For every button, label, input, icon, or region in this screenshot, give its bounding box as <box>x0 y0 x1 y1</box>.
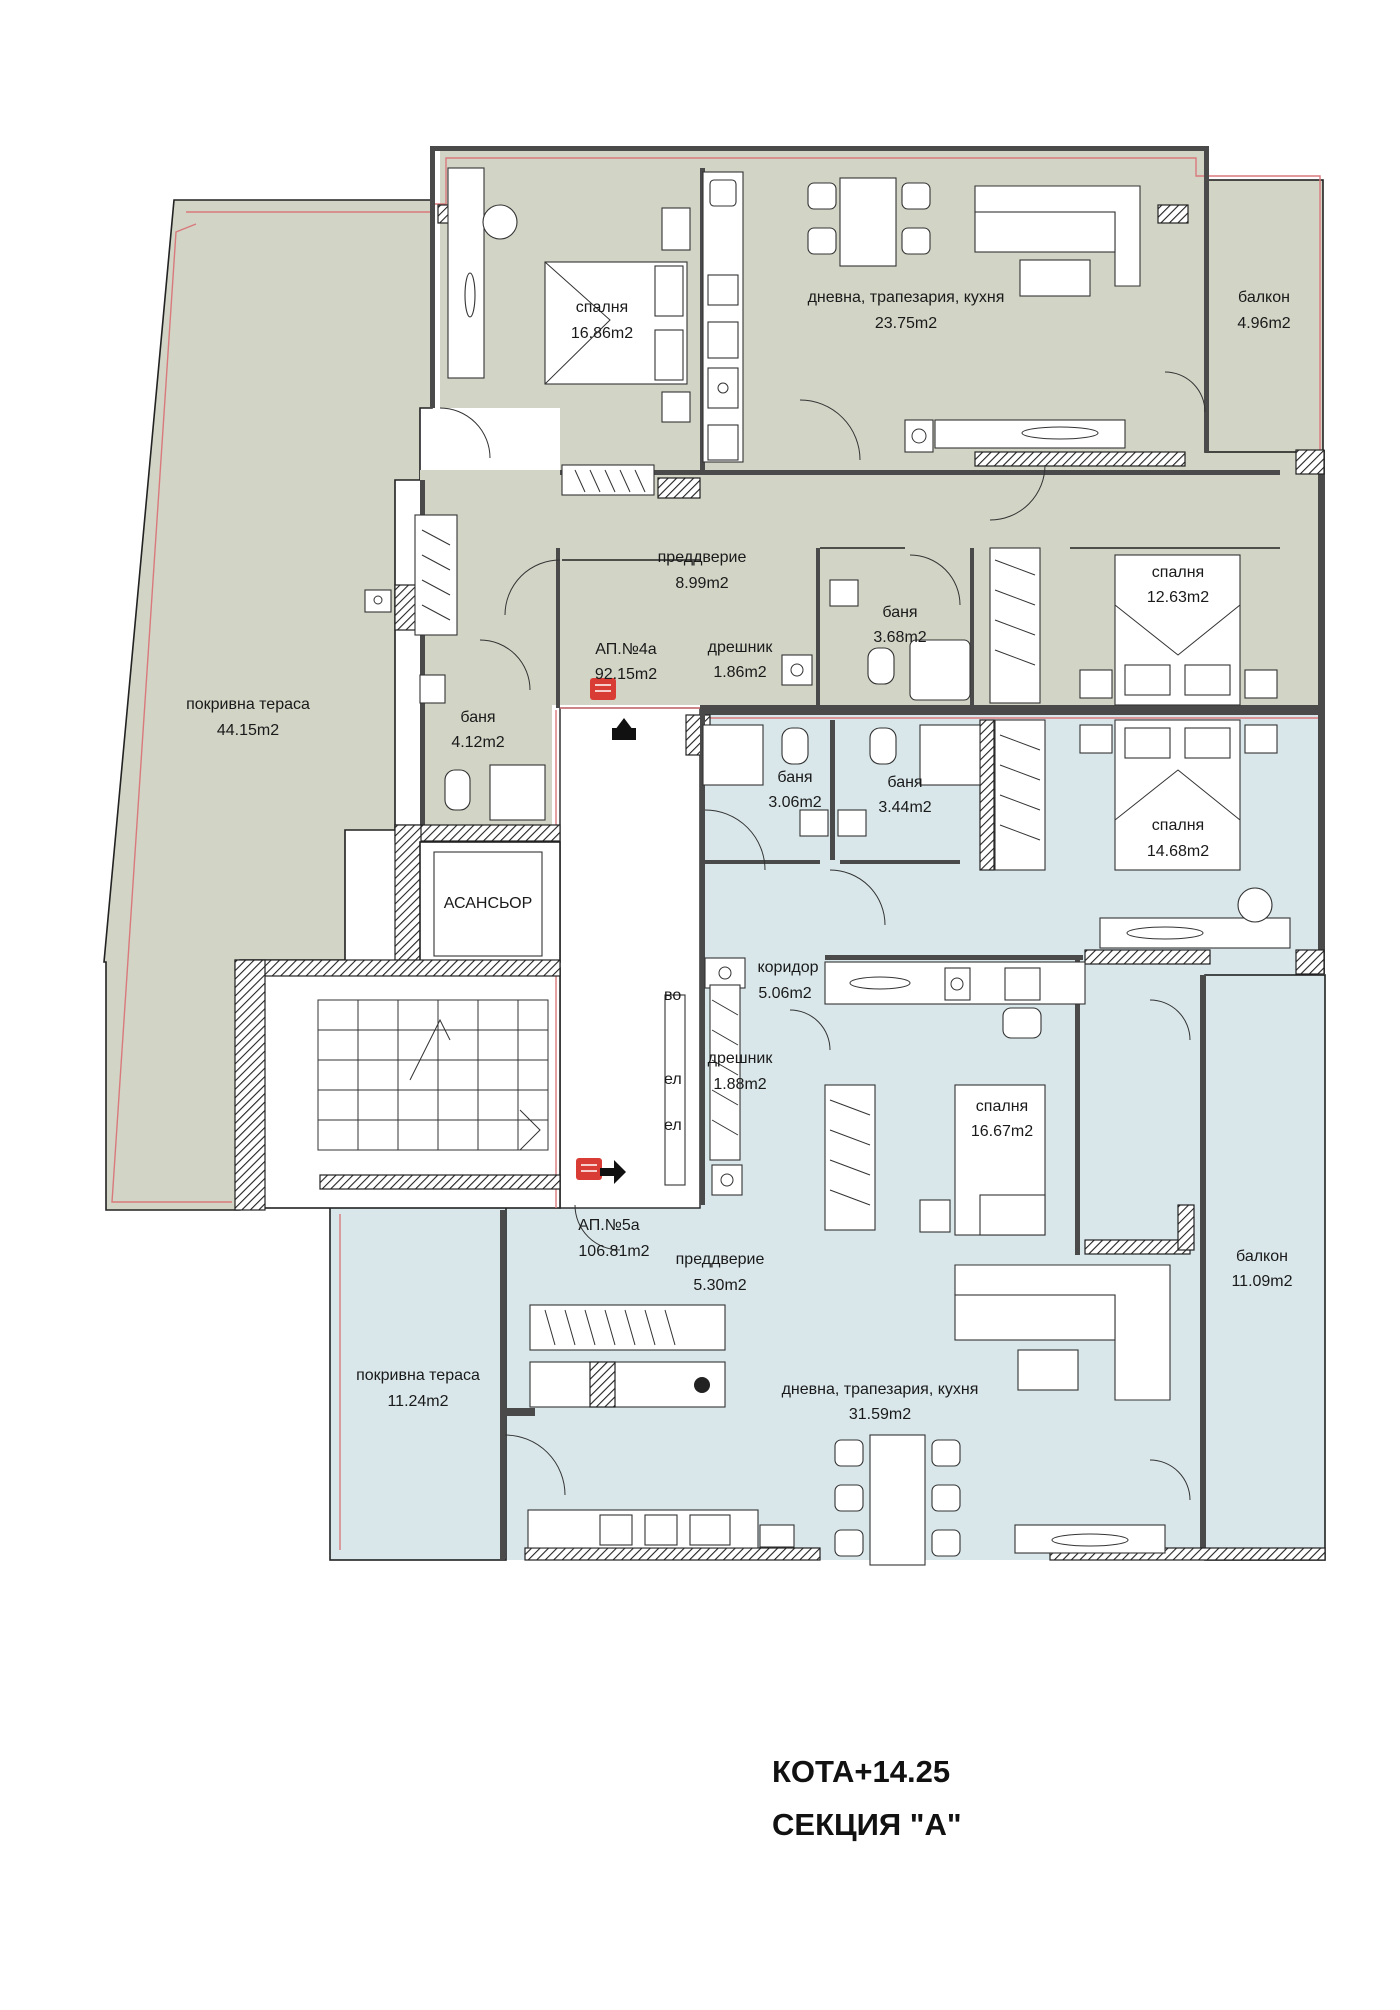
room-area: 3.44m2 <box>878 799 931 816</box>
room-area: 11.24m2 <box>387 1393 448 1410</box>
washer-4a <box>904 419 934 453</box>
elevator-car <box>433 851 543 957</box>
room-area: 31.59m2 <box>849 1406 911 1423</box>
room-name: спалня <box>576 299 628 316</box>
room-area: 3.06m2 <box>768 794 821 811</box>
room-area: 3.68m2 <box>873 629 926 646</box>
desk-5a <box>824 961 1086 1039</box>
wardrobe-4a-hall <box>414 464 655 636</box>
room-area: 12.63m2 <box>1147 589 1209 606</box>
room-name: спалня <box>1152 817 1204 834</box>
room-area: 4.12m2 <box>451 734 504 751</box>
entry-marker-5a <box>576 1158 626 1184</box>
room-name: преддверие <box>676 1251 765 1268</box>
walls-5a <box>500 705 1326 1561</box>
apartment-area: 92.15m2 <box>595 666 657 683</box>
kitchen-5a-upper <box>529 1304 726 1408</box>
room-name: баня <box>777 769 812 786</box>
room-labels: спалня 16.86m2 дневна, трапезария, кухня… <box>186 289 1293 1423</box>
corridor-5a-fixtures <box>704 957 746 989</box>
bed-5a-1 <box>1079 719 1278 871</box>
doors <box>439 371 1206 1501</box>
wardrobe-4a-1 <box>447 167 518 379</box>
sofa-5a <box>954 1264 1171 1401</box>
tv-unit-5a-bedroom1 <box>1099 887 1291 949</box>
fixture-label-vo: во <box>664 987 681 1004</box>
room-name: балкон <box>1238 289 1290 306</box>
entry-marker-4a <box>590 678 636 740</box>
room-name: коридор <box>757 959 818 976</box>
room-area: 23.75m2 <box>875 315 937 332</box>
room-area: 14.68m2 <box>1147 843 1209 860</box>
tv-unit-5a <box>1014 1524 1166 1554</box>
elevator-label: АСАНСЬОР <box>444 895 533 912</box>
dining-5a <box>834 1434 961 1566</box>
room-area: 5.06m2 <box>758 985 811 1002</box>
room-name: баня <box>460 709 495 726</box>
bath-4a-small <box>829 579 971 701</box>
room-name: балкон <box>1236 1248 1288 1265</box>
bed-5a-2 <box>919 1084 1046 1236</box>
room-name: баня <box>887 774 922 791</box>
apartment-name: АП.№5а <box>578 1217 640 1234</box>
apartment-area: 106.81m2 <box>578 1243 649 1260</box>
room-area: 11.09m2 <box>1231 1273 1292 1290</box>
sofa-4a <box>974 185 1141 297</box>
walls-4a <box>394 146 1325 975</box>
room-area: 5.30m2 <box>693 1277 746 1294</box>
room-area: 1.88m2 <box>713 1076 766 1093</box>
dining-4a <box>807 177 931 267</box>
tv-unit-4a <box>934 419 1126 449</box>
room-area: 16.67m2 <box>971 1123 1033 1140</box>
kitchen-4a <box>702 171 744 463</box>
room-area: 1.86m2 <box>713 664 766 681</box>
closet-5a <box>664 984 743 1196</box>
room-name: спалня <box>1152 564 1204 581</box>
roof-terrace-left <box>103 199 433 1211</box>
room-name: дневна, трапезария, кухня <box>782 1381 979 1398</box>
kitchen-5a-lower <box>527 1509 795 1549</box>
elevation-label: КОТА+14.25 <box>772 1754 950 1789</box>
bath-5a-2 <box>837 724 981 837</box>
bed-4a-1 <box>544 207 691 423</box>
room-area: 4.96m2 <box>1237 315 1290 332</box>
fixture-label-el1: ел <box>664 1071 682 1088</box>
apartment-labels: АП.№4а 92.15m2 АП.№5а 106.81m2 <box>578 641 657 1260</box>
room-name: дрешник <box>708 1050 774 1067</box>
apartment-name: АП.№4а <box>595 641 657 658</box>
room-area: 16.86m2 <box>571 325 633 342</box>
bath-5a-1 <box>702 724 829 837</box>
wardrobe-5a-bedroom1 <box>994 719 1046 871</box>
room-name: баня <box>882 604 917 621</box>
closet-4a <box>781 654 813 686</box>
staircase <box>317 999 549 1151</box>
room-name: покривна тераса <box>356 1367 480 1384</box>
bath-4a-left <box>364 589 546 821</box>
room-name: дрешник <box>708 639 774 656</box>
wardrobe-4a-bedroom2 <box>989 547 1041 704</box>
room-name: преддверие <box>658 549 747 566</box>
fixture-label-el2: ел <box>664 1117 682 1134</box>
wardrobe-5a-bedroom2 <box>824 1084 876 1231</box>
elevator-core: АСАНСЬОР <box>234 824 561 1211</box>
room-area: 8.99m2 <box>675 575 728 592</box>
bed-4a-2 <box>1079 554 1278 706</box>
room-name: покривна тераса <box>186 696 310 713</box>
elevation-title: КОТА+14.25 СЕКЦИЯ "А" <box>772 1754 962 1842</box>
room-name: дневна, трапезария, кухня <box>808 289 1005 306</box>
room-name: спалня <box>976 1098 1028 1115</box>
room-area: 44.15m2 <box>217 722 279 739</box>
section-label: СЕКЦИЯ "А" <box>772 1807 962 1842</box>
